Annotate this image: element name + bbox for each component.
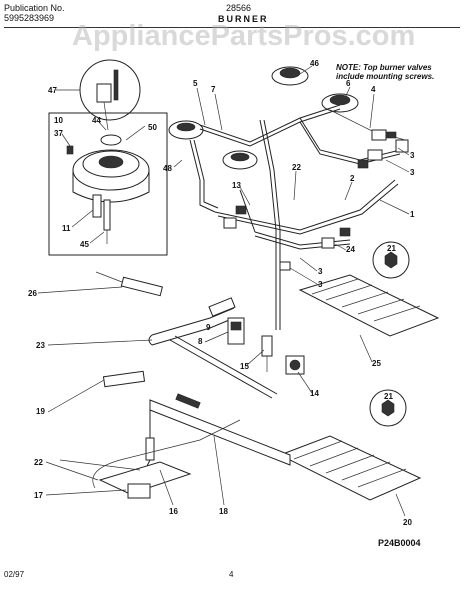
callout-3-c: 3 bbox=[318, 267, 323, 276]
callout-22-b: 22 bbox=[34, 458, 43, 467]
mounting-note: NOTE: Top burner valves include mounting… bbox=[336, 63, 435, 81]
oven-burner-tube bbox=[148, 297, 278, 399]
section-title: BURNER bbox=[218, 14, 269, 24]
manifold-tubing bbox=[189, 104, 406, 330]
diagram-code: P24B0004 bbox=[378, 538, 421, 548]
callout-21-b: 21 bbox=[384, 392, 393, 401]
callout-22: 22 bbox=[292, 163, 301, 172]
callout-18: 18 bbox=[219, 507, 228, 516]
burner-valves bbox=[223, 129, 409, 271]
callout-47: 47 bbox=[48, 86, 57, 95]
callout-48: 48 bbox=[163, 164, 172, 173]
callout-15: 15 bbox=[240, 362, 249, 371]
callout-37: 37 bbox=[54, 129, 63, 138]
burner-detail-inset bbox=[48, 59, 168, 256]
callout-13: 13 bbox=[232, 181, 241, 190]
model-number: 28566 bbox=[226, 3, 252, 13]
callout-8: 8 bbox=[198, 337, 203, 346]
igniter bbox=[95, 271, 163, 297]
callout-45: 45 bbox=[80, 240, 89, 249]
footer-page-number: 4 bbox=[229, 570, 234, 579]
callout-7: 7 bbox=[211, 85, 216, 94]
oven-burner-baffle-upper bbox=[298, 241, 440, 337]
publication-number: 5995283969 bbox=[4, 13, 55, 23]
oven-burner-baffle-lower bbox=[278, 389, 422, 501]
callout-2: 2 bbox=[350, 174, 355, 183]
callout-19: 19 bbox=[36, 407, 45, 416]
callout-3-d: 3 bbox=[318, 280, 323, 289]
callout-6: 6 bbox=[346, 79, 351, 88]
callout-9: 9 bbox=[206, 323, 211, 332]
callout-16: 16 bbox=[169, 507, 178, 516]
callout-21-a: 21 bbox=[387, 244, 396, 253]
watermark: AppliancePartsPros.com bbox=[72, 20, 416, 52]
callout-10: 10 bbox=[54, 116, 63, 125]
callout-25: 25 bbox=[372, 359, 381, 368]
callout-50: 50 bbox=[148, 123, 157, 132]
callout-leaders bbox=[37, 65, 410, 517]
callout-17: 17 bbox=[34, 491, 43, 500]
oven-safety-valve bbox=[227, 317, 305, 375]
callout-44: 44 bbox=[92, 116, 101, 125]
callout-4: 4 bbox=[371, 85, 376, 94]
callout-14: 14 bbox=[310, 389, 319, 398]
header-rule bbox=[4, 27, 460, 28]
callout-numbers: 47 44 50 37 11 45 10 46 5 7 6 4 48 22 13… bbox=[28, 59, 415, 527]
callout-5: 5 bbox=[193, 79, 198, 88]
callout-23: 23 bbox=[36, 341, 45, 350]
publication-label: Publication No. bbox=[4, 3, 65, 13]
callout-3-b: 3 bbox=[410, 168, 415, 177]
callout-1: 1 bbox=[410, 210, 415, 219]
footer-date: 02/97 bbox=[4, 570, 25, 579]
callout-26: 26 bbox=[28, 289, 37, 298]
callout-3-a: 3 bbox=[410, 151, 415, 160]
callout-11: 11 bbox=[62, 224, 71, 233]
callout-46: 46 bbox=[310, 59, 319, 68]
lower-bracket-assembly bbox=[59, 370, 291, 499]
callout-24: 24 bbox=[346, 245, 355, 254]
callout-20: 20 bbox=[403, 518, 412, 527]
